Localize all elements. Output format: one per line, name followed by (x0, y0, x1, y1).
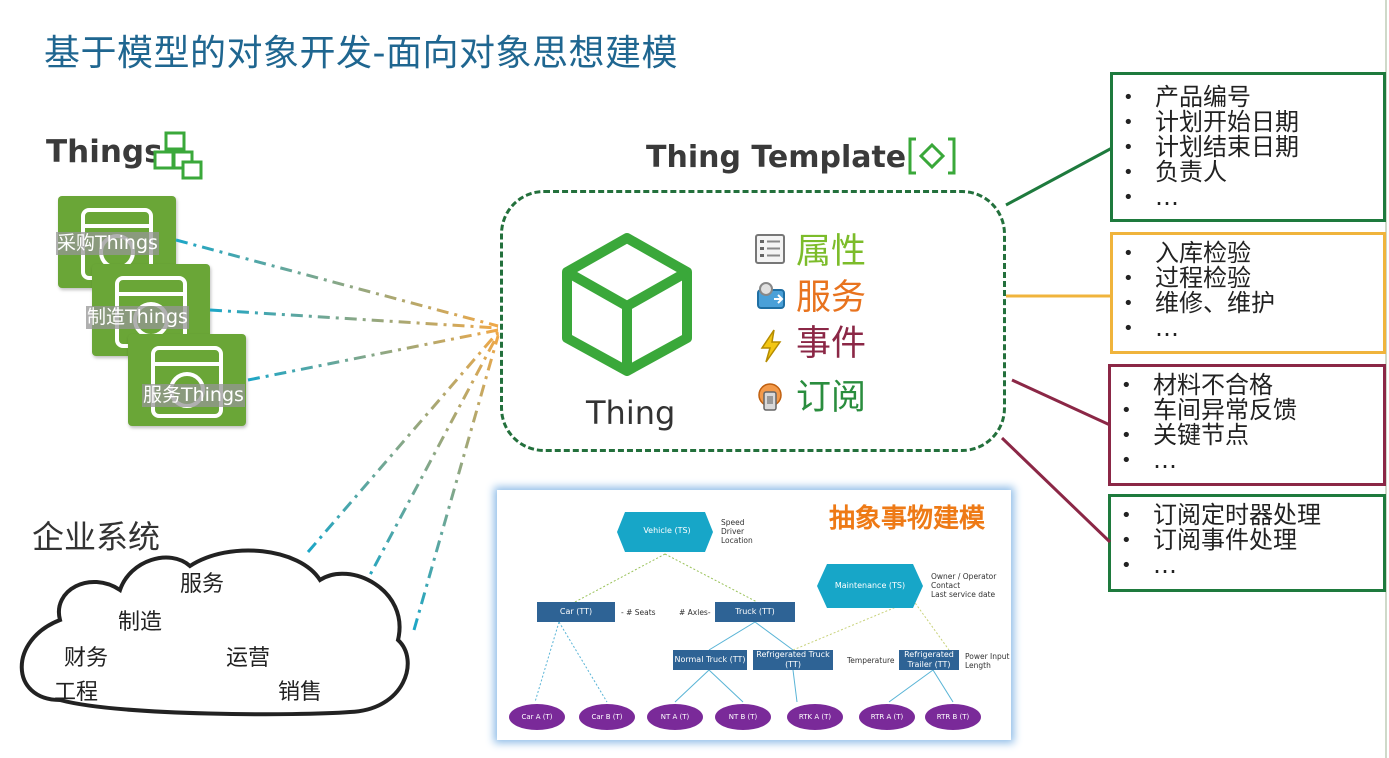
car-node: Car (TT) (537, 602, 615, 622)
properties-box: 产品编号 计划开始日期 计划结束日期 负责人 … (1110, 72, 1386, 222)
thing-template-label: Thing Template (646, 140, 907, 175)
maintenance-node-shape (817, 564, 923, 608)
list-item: … (1113, 185, 1383, 211)
ray-tile-3 (247, 328, 499, 382)
list-item: 订阅定时器处理 (1111, 503, 1383, 529)
box-connectors (1000, 146, 1113, 544)
list-item: … (1113, 316, 1383, 342)
aspect-label-events: 事件 (796, 324, 867, 364)
leaf-rtk-a: RTK A (T) (787, 704, 843, 730)
cloud-word-finance: 财务 (64, 646, 109, 671)
events-box: 材料不合格 车间异常反馈 关键节点 … (1108, 364, 1386, 486)
cloud-word-operations: 运营 (226, 646, 271, 671)
prop-speed: Speed (721, 518, 745, 527)
list-item: 计划结束日期 (1113, 135, 1383, 161)
leaf-nt-a: NT A (T) (647, 704, 703, 730)
maintenance-props: Owner / Operator Contact Last service da… (931, 572, 996, 599)
ray-cloud-2 (360, 333, 500, 591)
subscriptions-box: 订阅定时器处理 订阅事件处理 … (1108, 494, 1386, 592)
prop-last-service: Last service date (931, 590, 996, 599)
connector-properties (1005, 146, 1113, 207)
subscriptions-icon (758, 383, 782, 411)
enterprise-systems-label: 企业系统 (32, 518, 161, 556)
leaf-rtr-a: RTR A (T) (859, 704, 915, 730)
cloud-word-service: 服务 (180, 572, 225, 597)
ray-tile-2 (209, 308, 499, 330)
cloud-shape (19, 548, 410, 717)
list-item: 关键节点 (1111, 423, 1383, 449)
leaf-car-a: Car A (T) (509, 704, 565, 730)
diagram-connector-layer (534, 512, 954, 703)
aspect-label-services: 服务 (796, 278, 867, 318)
things-label: Things (46, 134, 163, 170)
ray-cloud-1 (306, 331, 500, 553)
template-bracket-icon (908, 137, 956, 175)
dashdot-rays (175, 238, 500, 631)
page-title: 基于模型的对象开发-面向对象思想建模 (44, 33, 678, 74)
list-item: 产品编号 (1113, 85, 1383, 111)
cloud-word-manufacture: 制造 (118, 610, 163, 635)
cloud-word-engineering: 工程 (54, 680, 99, 705)
trailer-props: Power Input Length (965, 652, 1009, 670)
thing-cube-icon (562, 233, 692, 376)
vehicle-props: Speed Driver Location (721, 518, 753, 545)
cubes-icon (153, 131, 203, 180)
properties-icon (755, 234, 785, 264)
connector-events (1011, 378, 1111, 427)
aspect-label-subscriptions: 订阅 (796, 378, 867, 418)
cloud-word-sales: 销售 (278, 680, 323, 705)
ray-tile-1 (175, 238, 499, 328)
thing-tile-label: 制造Things (86, 306, 189, 329)
thing-tile-label: 服务Things (142, 384, 245, 407)
temperature-prop: Temperature (847, 656, 895, 665)
list-item: … (1111, 448, 1383, 474)
list-item: 入库检验 (1113, 241, 1383, 267)
refrigerated-truck-node: Refrigerated Truck (TT) (753, 650, 833, 670)
prop-driver: Driver (721, 527, 745, 536)
axles-prop: # Axles- (679, 608, 711, 617)
normal-truck-node: Normal Truck (TT) (673, 650, 747, 670)
events-icon (760, 329, 782, 363)
aspect-label-properties: 属性 (796, 232, 867, 272)
services-icon (757, 282, 785, 309)
thing-label: Thing (586, 394, 676, 432)
ray-cloud-3 (412, 335, 500, 631)
truck-node: Truck (TT) (715, 602, 795, 622)
vehicle-node: Vehicle (TS) (643, 526, 691, 535)
list-item: 负责人 (1113, 160, 1383, 186)
maintenance-node: Maintenance (TS) (834, 581, 906, 590)
leaf-nt-b: NT B (T) (715, 704, 771, 730)
prop-contact: Contact (931, 581, 961, 590)
prop-length: Length (965, 661, 991, 670)
list-item: … (1111, 553, 1383, 579)
thing-tile-service[interactable]: 服务Things (128, 334, 246, 426)
list-item: 维修、维护 (1113, 291, 1383, 317)
list-item: 计划开始日期 (1113, 110, 1383, 136)
list-item: 车间异常反馈 (1111, 398, 1383, 424)
prop-power-input: Power Input (965, 652, 1010, 661)
leaf-rtr-b: RTR B (T) (925, 704, 981, 730)
thing-tile-label: 采购Things (56, 232, 159, 255)
right-border-line (1385, 0, 1387, 758)
abstract-modeling-diagram: 抽象事物建模 Vehicle (TS) Speed Driver Locatio… (497, 490, 1011, 740)
vehicle-node-shape (617, 512, 713, 552)
car-prop: - # Seats (621, 608, 656, 617)
list-item: 材料不合格 (1111, 373, 1383, 399)
services-box: 入库检验 过程检验 维修、维护 … (1110, 232, 1386, 354)
prop-location: Location (721, 536, 753, 545)
thing-template-container (500, 190, 1006, 452)
diagram-title: 抽象事物建模 (829, 504, 986, 534)
refrigerated-trailer-node: Refrigerated Trailer (TT) (899, 650, 959, 670)
list-item: 订阅事件处理 (1111, 528, 1383, 554)
prop-owner: Owner / Operator (931, 572, 997, 581)
leaf-car-b: Car B (T) (579, 704, 635, 730)
connector-subscriptions (1000, 436, 1112, 544)
list-item: 过程检验 (1113, 266, 1383, 292)
